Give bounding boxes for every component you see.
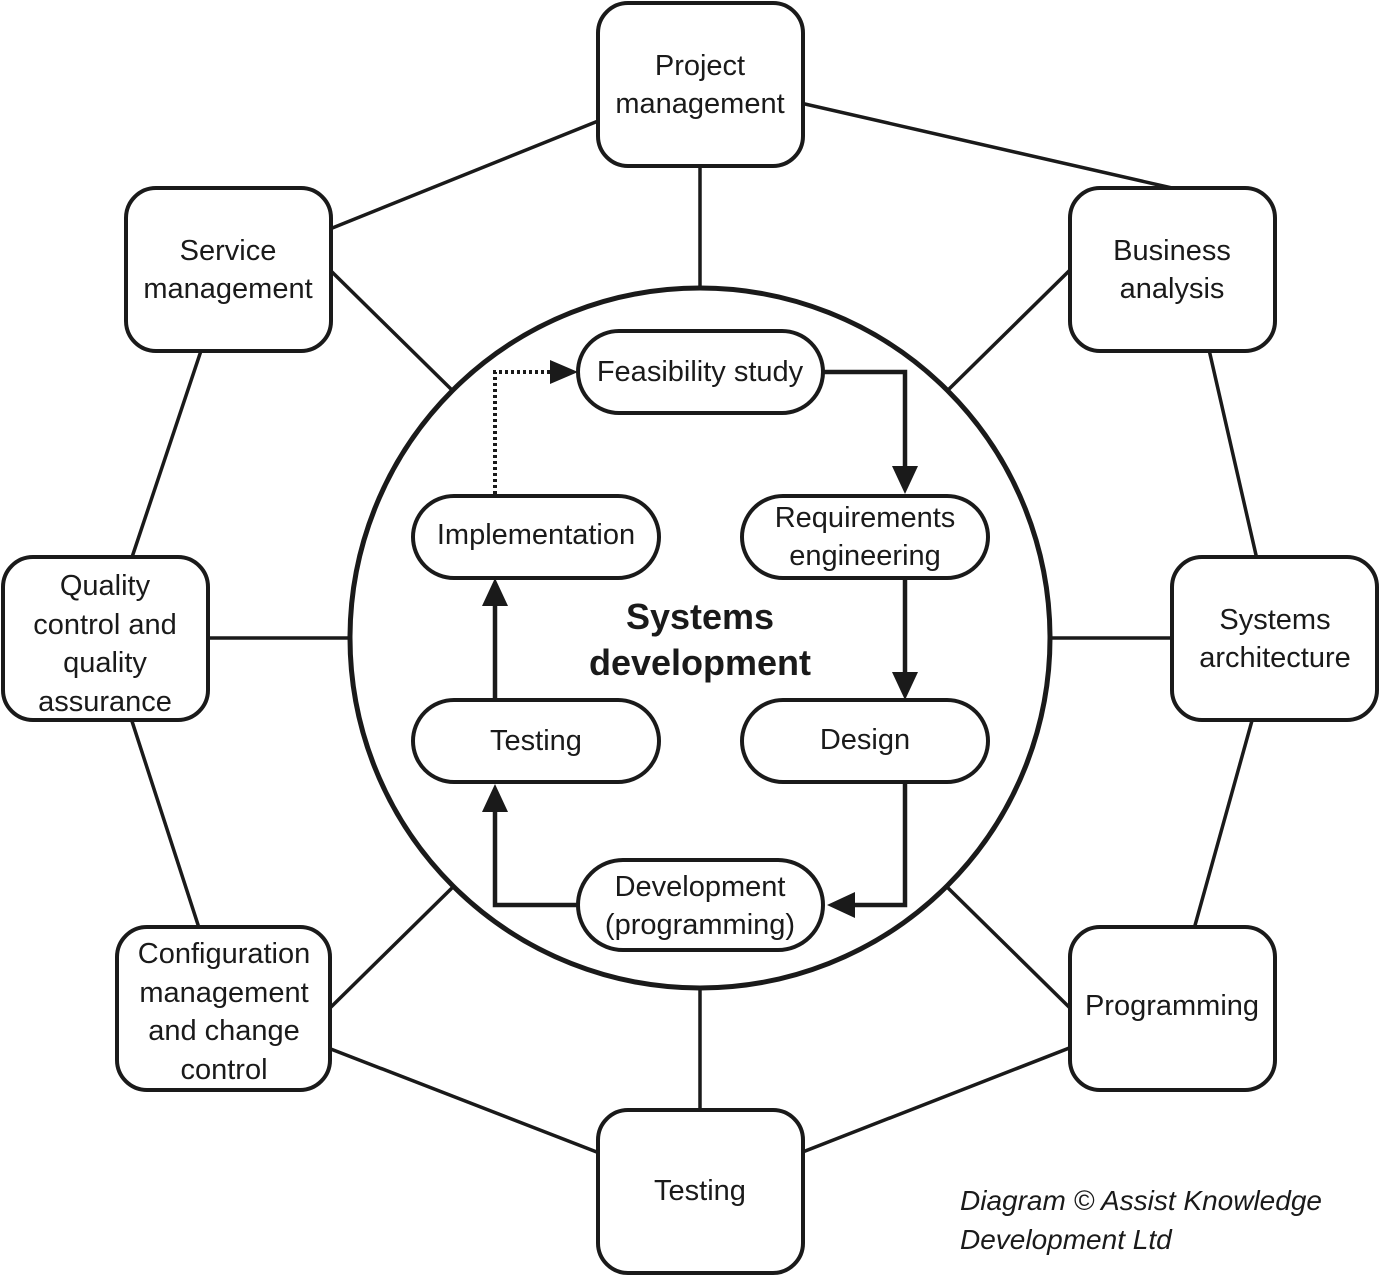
node-label: management [139,977,308,1009]
arrowhead [482,578,508,606]
node-label: Configuration [138,938,311,970]
node-label: management [143,273,312,305]
step-implementation: Implementation [411,494,661,580]
copyright-credit: Diagram © Assist Knowledge Development L… [960,1185,1322,1255]
outer-node-project-management: Project management [596,1,805,168]
spokes [208,165,1172,1110]
spoke [943,268,1072,395]
step-requirements-engineering: Requirements engineering [740,494,990,580]
step-label: Requirements [775,502,956,534]
center-title-line: Systems [626,596,774,637]
node-label: Project [655,50,745,82]
central-circle [347,285,1053,991]
step-feasibility-study: Feasibility study [576,329,825,415]
credit-line: Development Ltd [960,1224,1173,1255]
arrowhead [482,784,508,812]
spoke [328,883,457,1010]
spoke [328,268,457,395]
step-label: (programming) [605,909,795,941]
arrowhead [892,466,918,494]
node-label: control and [33,609,177,641]
outer-node-quality-control: Quality control and quality assurance [1,555,210,722]
center-title-line: development [589,642,811,683]
center-title: Systems development [589,596,811,683]
step-design: Design [740,698,990,784]
step-label: Development [615,871,786,903]
outer-node-configuration-management: Configuration management and change cont… [115,925,332,1092]
flow-arrow [823,369,908,466]
outer-node-programming: Programming [1068,925,1277,1092]
node-label: Systems [1219,604,1330,636]
credit-line: Diagram © Assist Knowledge [960,1185,1322,1216]
arrowhead [827,892,855,918]
step-label: Implementation [437,519,635,551]
step-label: Feasibility study [597,356,804,388]
step-label: Design [820,724,910,756]
arrowhead [892,672,918,700]
node-label: analysis [1120,273,1225,305]
step-label: Testing [490,725,582,757]
flow-arrow-dotted [493,370,550,494]
node-label: Testing [654,1175,746,1207]
step-testing: Testing [411,698,661,784]
arrowhead [550,360,578,384]
outer-node-systems-architecture: Systems architecture [1170,555,1379,722]
flow-arrow [492,812,578,908]
flow-arrow [855,782,908,908]
node-label: control [180,1054,267,1086]
node-label: and change [148,1015,300,1047]
outer-node-business-analysis: Business analysis [1068,186,1277,353]
spoke [943,883,1072,1010]
node-label: assurance [38,686,172,718]
outer-node-service-management: Service management [124,186,333,353]
node-label: management [615,88,784,120]
node-label: Programming [1085,990,1259,1022]
cycle-flow [482,360,918,918]
node-label: quality [63,647,147,679]
node-label: architecture [1199,642,1351,674]
outer-node-testing: Testing [596,1108,805,1275]
node-label: Quality [60,570,151,602]
step-label: engineering [789,540,941,572]
node-label: Service [180,235,277,267]
step-development: Development (programming) [576,858,825,952]
node-label: Business [1113,235,1231,267]
